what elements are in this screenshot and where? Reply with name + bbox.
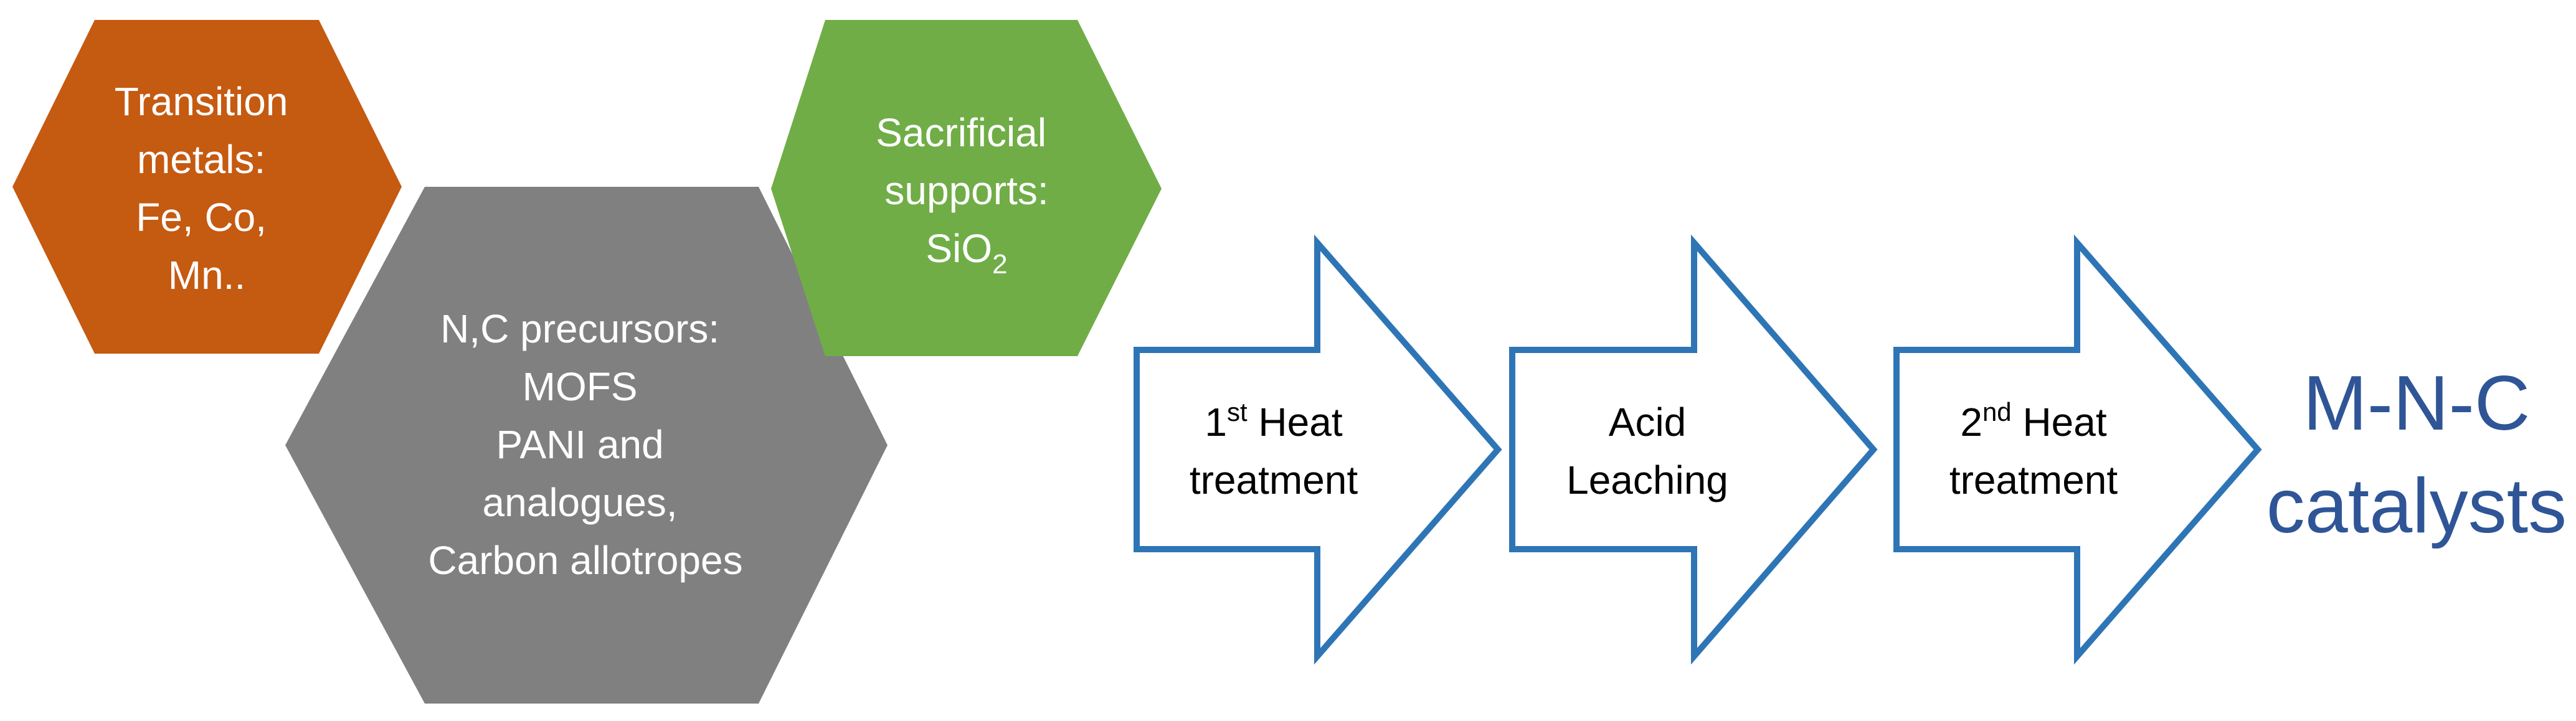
precursors-line-5: Carbon allotropes (428, 538, 742, 583)
transition-metals-line-3: Fe, Co, (136, 195, 267, 240)
acid-leaching-arrow-shape (1509, 234, 1878, 665)
supports-hexagon: Sacrificial supports: SiO2 (771, 20, 1162, 356)
transition-metals-line-1: Transition (115, 79, 288, 124)
transition-metals-hexagon-shape (12, 20, 402, 354)
supports-label: Sacrificial supports: (876, 110, 1058, 213)
supports-formula: SiO2 (926, 226, 1007, 280)
first-heat-treatment-label: 1st Heat (1205, 397, 1342, 445)
second-heat-word: Heat (2012, 400, 2107, 445)
second-heat-treatment-label: 2nd Heat (1960, 397, 2107, 445)
first-heat-line-2: treatment (1190, 458, 1358, 502)
precursors-line-2: MOFS (523, 364, 638, 409)
first-heat-word: Heat (1248, 400, 1343, 445)
transition-metals-label: Transition metals: Fe, Co, Mn.. (115, 79, 299, 298)
result-line-2: catalysts (2266, 463, 2567, 549)
acid-leaching-arrow: Acid Leaching (1509, 234, 1878, 665)
second-heat-number: 2 (1960, 400, 1982, 445)
supports-hexagon-shape (771, 20, 1162, 356)
precursors-line-3: PANI and (496, 422, 664, 467)
second-heat-treatment-arrow: 2nd Heat treatment (1893, 234, 2262, 665)
acid-leaching-line-2: Leaching (1566, 458, 1728, 502)
precursors-hexagon-shape (285, 187, 888, 704)
supports-line-1: Sacrificial (876, 110, 1046, 155)
transition-metals-hexagon: Transition metals: Fe, Co, Mn.. (12, 20, 402, 354)
second-heat-line-2: treatment (1949, 458, 2118, 502)
first-heat-number: 1 (1205, 400, 1227, 445)
precursors-hexagon: N,C precursors: MOFS PANI and analogues,… (285, 187, 888, 704)
result-label: M-N-C catalysts (2266, 360, 2567, 549)
second-heat-superscript: nd (1982, 397, 2012, 426)
transition-metals-line-2: metals: (137, 137, 265, 182)
first-heat-treatment-arrow: 1st Heat treatment (1134, 234, 1502, 665)
second-heat-treatment-arrow-shape (1893, 234, 2262, 665)
supports-line-2: supports: (884, 168, 1048, 213)
supports-formula-base: SiO (926, 226, 992, 271)
precursors-label: N,C precursors: MOFS PANI and analogues,… (428, 306, 742, 583)
precursors-line-4: analogues, (483, 480, 678, 525)
acid-leaching-line-1: Acid (1609, 400, 1687, 445)
precursors-line-1: N,C precursors: (440, 306, 719, 351)
first-heat-treatment-arrow-shape (1134, 234, 1502, 665)
supports-formula-subscript: 2 (992, 249, 1007, 280)
first-heat-superscript: st (1227, 397, 1248, 426)
transition-metals-line-4: Mn.. (168, 253, 245, 298)
result-line-1: M-N-C (2303, 360, 2531, 446)
